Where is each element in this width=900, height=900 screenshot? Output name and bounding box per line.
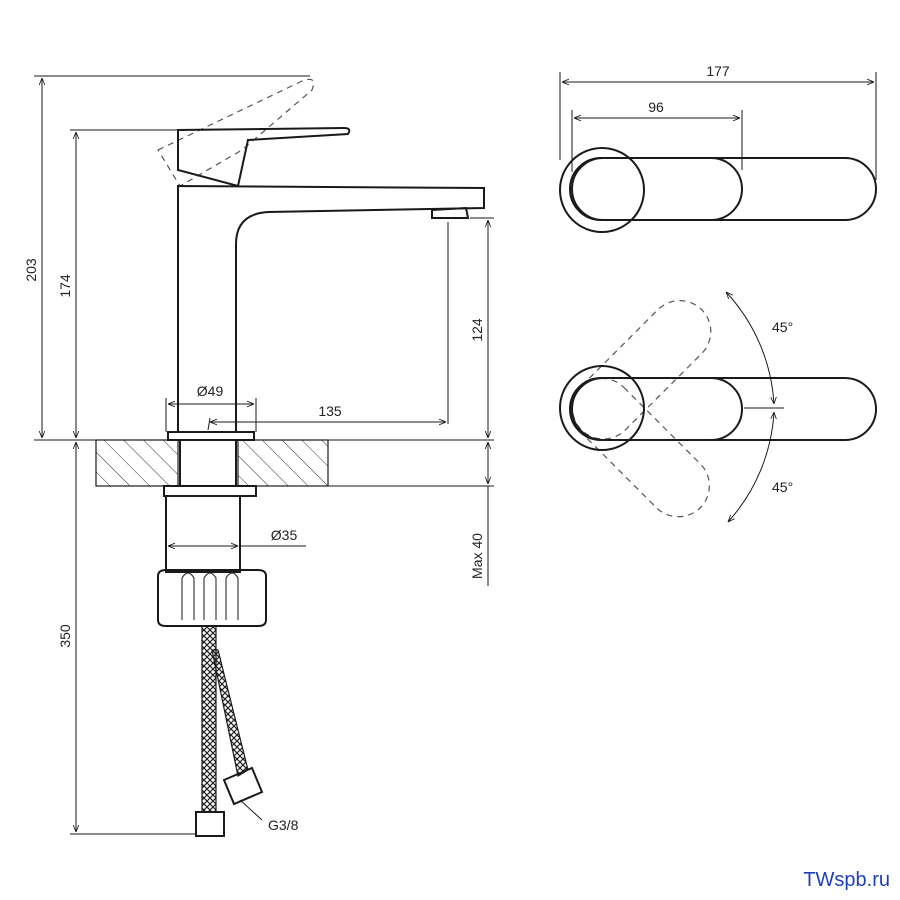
lever-handle <box>177 126 351 188</box>
rotation-base-circle <box>559 365 645 451</box>
rotation-spout-outline <box>569 377 877 441</box>
lock-washer <box>163 485 257 497</box>
dim-spout-clearance: 124 <box>469 318 485 342</box>
dim-thread: G3/8 <box>268 817 299 833</box>
side-view: 203 174 124 Max 40 Ø49 135 Ø35 <box>23 75 494 837</box>
shank-through-counter <box>179 439 237 487</box>
mounting-nut <box>157 569 267 627</box>
dim-base-diameter: Ø49 <box>197 383 224 399</box>
faucet-body <box>177 184 485 433</box>
top-lever-outline <box>571 157 743 221</box>
angle-lower: 45° <box>772 479 793 495</box>
rotation-view: 45° 45° <box>559 288 877 530</box>
angle-upper: 45° <box>772 319 793 335</box>
dim-total-height: 203 <box>23 258 39 282</box>
dim-shank-diameter: Ø35 <box>271 527 298 543</box>
threaded-shank <box>165 495 241 573</box>
dim-max-counter: Max 40 <box>469 533 485 579</box>
dim-top-length: 177 <box>706 63 730 79</box>
rotation-lever-outline <box>571 377 743 441</box>
countertop-right <box>237 439 329 487</box>
top-view: 177 96 <box>559 63 877 233</box>
hose-secondary <box>211 649 249 777</box>
dim-body-height: 174 <box>57 274 73 298</box>
top-base-circle <box>559 147 645 233</box>
hose-fitting-main <box>195 811 225 837</box>
aerator <box>431 206 470 219</box>
ghost-lever-down <box>570 377 710 518</box>
nut-grooves <box>181 572 239 620</box>
top-spout-outline <box>569 157 877 221</box>
dim-spout-reach: 135 <box>318 403 342 419</box>
lever-inner-line <box>237 139 249 187</box>
ghost-lever-outline <box>157 78 315 187</box>
faucet-base <box>167 431 255 441</box>
watermark-text: TWspb.ru <box>803 869 890 891</box>
dim-top-handle: 96 <box>648 99 664 115</box>
dim-hose-length: 350 <box>57 624 73 648</box>
ghost-lever-up <box>571 300 712 440</box>
countertop-left <box>95 439 179 487</box>
hose-fitting-secondary <box>222 766 264 806</box>
